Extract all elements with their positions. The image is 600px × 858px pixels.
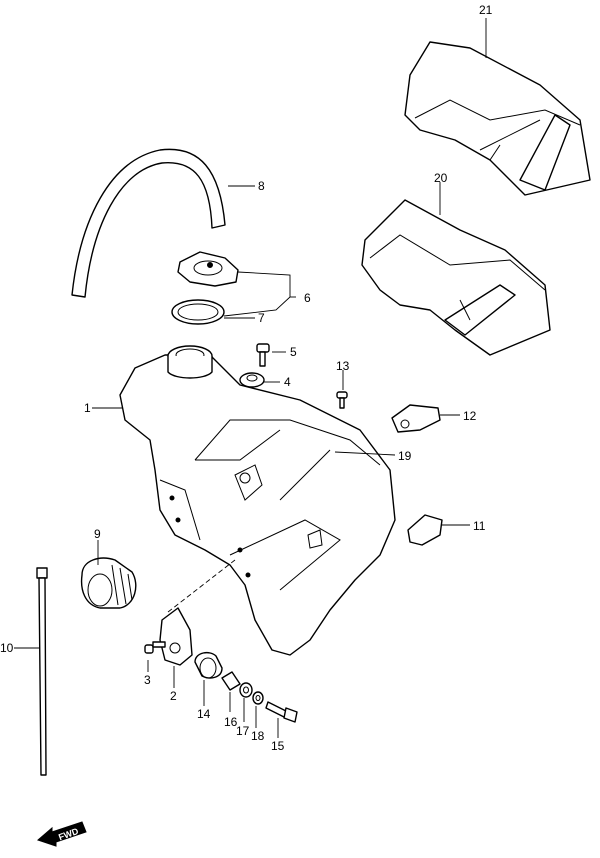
callout-11: 11 bbox=[473, 519, 486, 533]
callout-12: 12 bbox=[463, 409, 477, 423]
part-13-screw bbox=[336, 391, 348, 409]
leader-lines bbox=[14, 18, 487, 738]
part-7-gasket bbox=[171, 299, 225, 325]
callout-6: 6 bbox=[304, 291, 311, 305]
part-5-bolt bbox=[256, 343, 270, 367]
callout-3: 3 bbox=[144, 673, 151, 687]
callout-8: 8 bbox=[258, 179, 265, 193]
part-21-cover bbox=[404, 41, 591, 196]
part-3-bolt bbox=[144, 641, 166, 654]
callout-14: 14 bbox=[197, 707, 211, 721]
part-20-cover bbox=[361, 199, 551, 356]
callout-19: 19 bbox=[398, 449, 412, 463]
part-8-hose bbox=[71, 148, 226, 298]
part-14-cushion bbox=[194, 651, 223, 679]
callout-5: 5 bbox=[290, 345, 297, 359]
part-16-collar bbox=[221, 671, 241, 691]
callout-20: 20 bbox=[434, 171, 448, 185]
part-12-clamp bbox=[391, 404, 441, 433]
callout-13: 13 bbox=[336, 359, 350, 373]
part-2-bracket bbox=[159, 607, 193, 666]
part-9-grommet bbox=[80, 557, 137, 609]
part-18-washer bbox=[252, 691, 264, 705]
callout-16: 16 bbox=[224, 715, 238, 729]
callout-2: 2 bbox=[170, 689, 177, 703]
callout-18: 18 bbox=[251, 729, 265, 743]
part-17-washer bbox=[239, 682, 253, 698]
callout-7: 7 bbox=[258, 311, 265, 325]
callout-1: 1 bbox=[84, 401, 91, 415]
fwd-label: FWD bbox=[57, 826, 80, 843]
callout-10: 10 bbox=[0, 641, 14, 655]
callout-9: 9 bbox=[94, 527, 101, 541]
part-1-fuel-tank bbox=[119, 345, 396, 656]
part-11-pad bbox=[407, 514, 443, 546]
callout-labels: 21 20 8 6 7 5 4 13 1 12 19 11 9 10 3 2 1… bbox=[0, 3, 493, 753]
part-6-fuel-cap bbox=[177, 251, 239, 287]
part-15-bolt bbox=[265, 701, 298, 723]
callout-4: 4 bbox=[284, 375, 291, 389]
part-4-cushion bbox=[239, 372, 265, 388]
part-10-tie-band bbox=[36, 567, 48, 776]
callout-15: 15 bbox=[271, 739, 285, 753]
callout-21: 21 bbox=[479, 3, 493, 17]
callout-17: 17 bbox=[236, 724, 250, 738]
fwd-arrow-icon: FWD bbox=[37, 821, 87, 847]
